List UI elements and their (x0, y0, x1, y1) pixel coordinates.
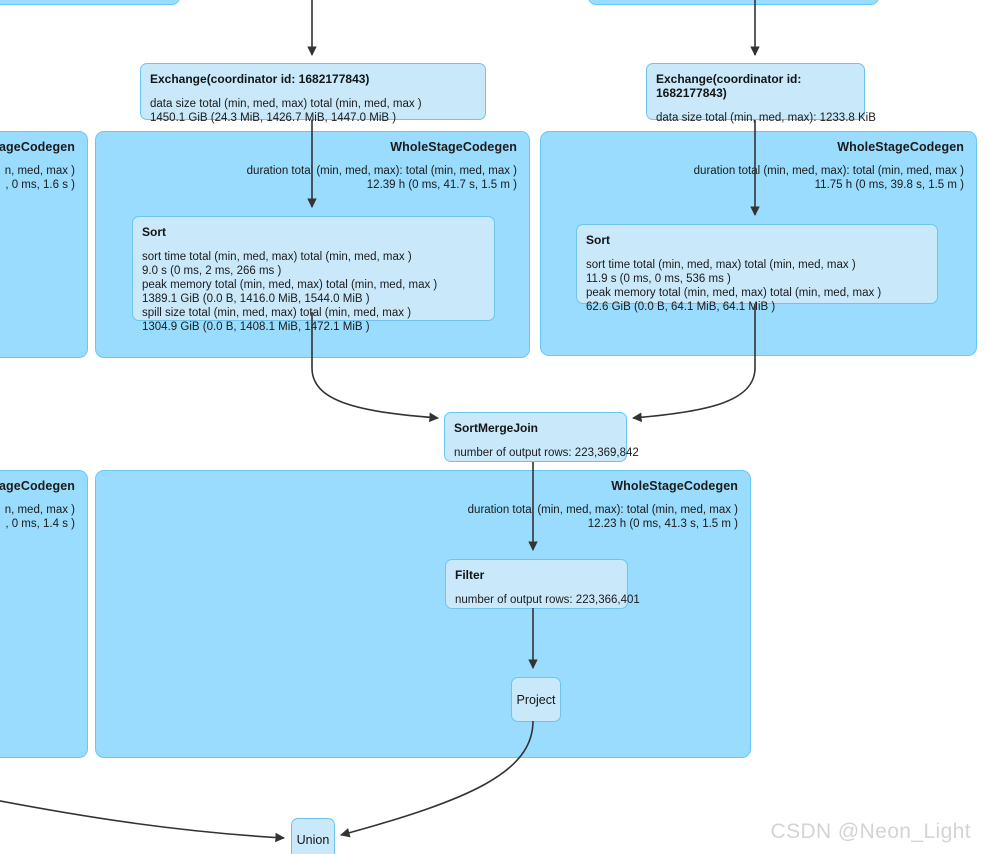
cluster-metrics-left: duration total (min, med, max): total (m… (246, 165, 517, 191)
plan-node-filter[interactable]: Filter number of output rows: 223,366,40… (445, 559, 640, 609)
sort-left-metrics: sort time total (min, med, max) total (m… (142, 251, 438, 333)
plan-node-exchange-right[interactable]: Exchange(coordinator id: 1682177843) dat… (646, 63, 876, 124)
plan-node-sort-left[interactable]: Sort sort time total (min, med, max) tot… (132, 216, 495, 333)
cluster-title-bottom: WholeStageCodegen (611, 479, 738, 493)
edge-clipped-lower-to-union (0, 800, 285, 843)
plan-node-project[interactable]: Project (511, 677, 561, 722)
cluster-metrics-clipped-lower: n, med, max ) , 0 ms, 1.4 s ) (4, 504, 75, 530)
plan-node-exchange-left[interactable]: Exchange(coordinator id: 1682177843) dat… (140, 63, 486, 124)
watermark-text: CSDN @Neon_Light (770, 820, 971, 843)
wholestagecodegen-cluster-clipped-upper[interactable]: ageCodegen n, med, max ) , 0 ms, 1.6 s ) (0, 131, 88, 358)
cluster-metrics-bottom: duration total (min, med, max): total (m… (467, 504, 738, 530)
clipped-top-right-box[interactable] (588, 0, 879, 5)
cluster-title-left: WholeStageCodegen (390, 140, 517, 154)
sortmergejoin-title: SortMergeJoin (454, 421, 539, 435)
plan-node-sortmergejoin[interactable]: SortMergeJoin number of output rows: 223… (444, 412, 639, 462)
cluster-title-clipped-lower: ageCodegen (0, 479, 75, 493)
plan-node-union[interactable]: Union (291, 818, 335, 854)
wholestagecodegen-cluster-left[interactable]: WholeStageCodegen duration total (min, m… (95, 131, 530, 358)
cluster-title-clipped-upper: ageCodegen (0, 140, 75, 154)
wholestagecodegen-cluster-right[interactable]: WholeStageCodegen duration total (min, m… (540, 131, 977, 356)
exchange-left-title: Exchange(coordinator id: 1682177843) (150, 72, 370, 86)
exchange-right-metrics: data size total (min, med, max): 1233.8 … (656, 112, 876, 124)
exchange-left-metrics: data size total (min, med, max) total (m… (150, 98, 422, 124)
sort-right-title: Sort (586, 233, 610, 247)
sortmergejoin-metrics: number of output rows: 223,369,842 (454, 447, 639, 459)
filter-title: Filter (455, 568, 485, 582)
sort-left-title: Sort (142, 225, 166, 239)
clipped-top-left-box[interactable] (0, 0, 180, 5)
union-title: Union (296, 833, 330, 847)
exchange-right-title: Exchange(coordinator id: 1682177843) (656, 72, 802, 100)
cluster-metrics-clipped-upper: n, med, max ) , 0 ms, 1.6 s ) (4, 165, 75, 191)
sort-right-metrics: sort time total (min, med, max) total (m… (586, 259, 882, 313)
cluster-title-right: WholeStageCodegen (837, 140, 964, 154)
project-title: Project (516, 692, 556, 707)
wholestagecodegen-cluster-clipped-lower[interactable]: ageCodegen n, med, max ) , 0 ms, 1.4 s ) (0, 470, 88, 758)
plan-node-sort-right[interactable]: Sort sort time total (min, med, max) tot… (576, 224, 938, 313)
cluster-metrics-right: duration total (min, med, max): total (m… (693, 165, 964, 191)
filter-metrics: number of output rows: 223,366,401 (455, 594, 640, 606)
wholestagecodegen-cluster-bottom[interactable]: WholeStageCodegen duration total (min, m… (95, 470, 751, 758)
